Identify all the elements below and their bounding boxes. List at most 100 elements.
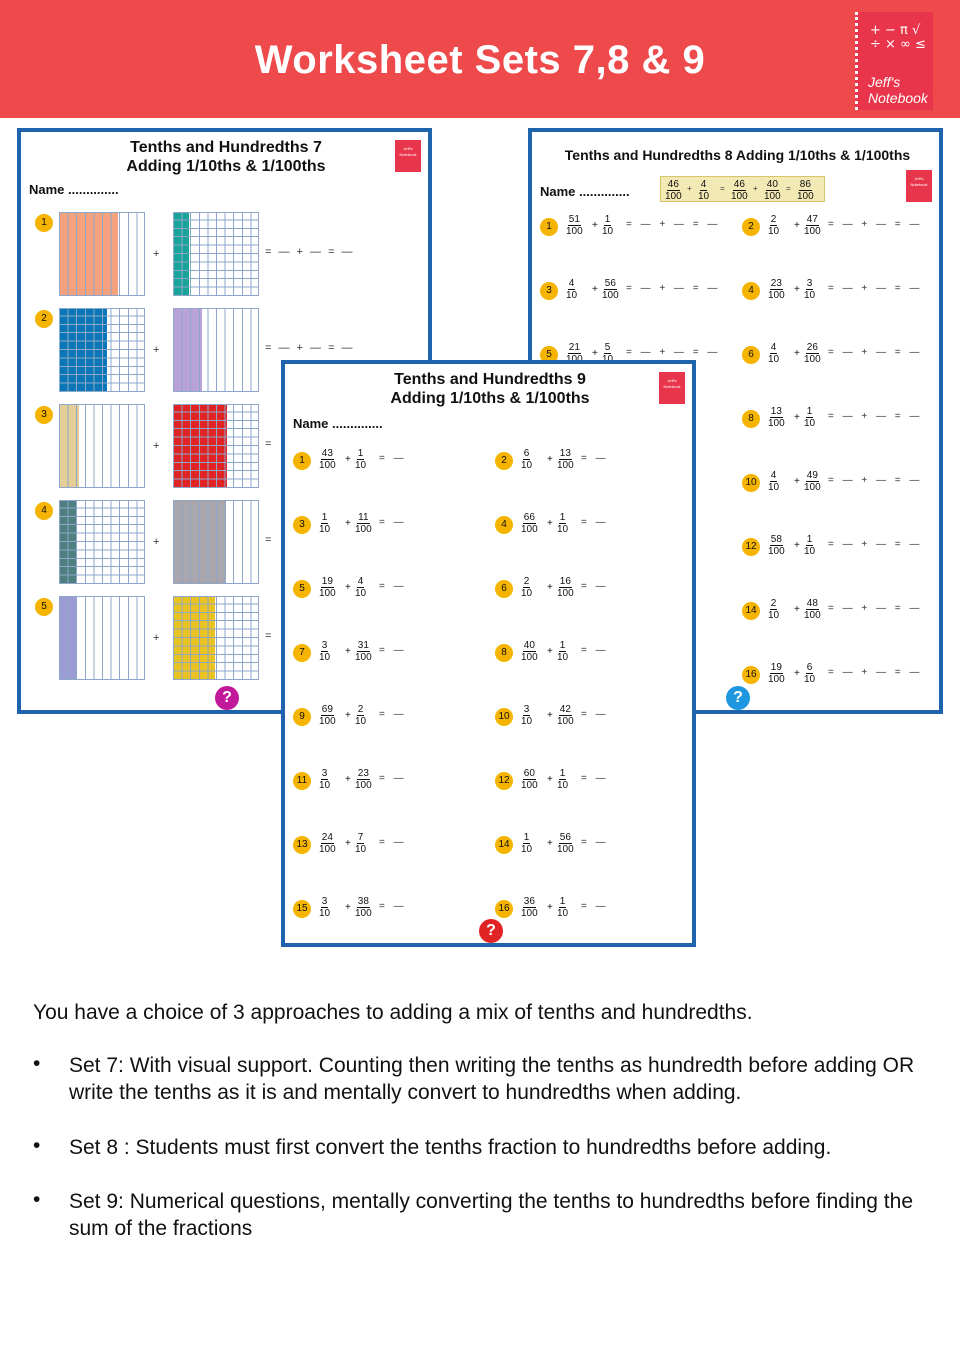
answer-blank: = — — [379, 581, 407, 592]
answer-blank: = — — [581, 453, 609, 464]
denominator: 100 — [665, 191, 682, 202]
numerator: 60 — [522, 768, 536, 780]
numerator: 47 — [805, 214, 819, 226]
plus-sign: + — [153, 632, 160, 644]
plus-sign: + — [547, 518, 553, 529]
equation-row: 521100+510= — + — = — — [540, 342, 740, 368]
help-icon[interactable]: ? — [215, 686, 239, 710]
plus-sign: + — [547, 838, 553, 849]
answer-blank: = — — [581, 645, 609, 656]
help-icon[interactable]: ? — [479, 919, 503, 943]
numerator: 1 — [558, 640, 567, 652]
example-operator: + — [687, 184, 692, 193]
denominator: 10 — [521, 844, 533, 855]
answer-blank: = — — [581, 709, 609, 720]
answer-blanks: = — + — = — — [626, 283, 721, 294]
denominator: 10 — [602, 354, 613, 365]
answer-blank: = — — [379, 453, 407, 464]
help-icon[interactable]: ? — [726, 686, 750, 710]
grid-lines — [174, 213, 258, 295]
answer-blank: = — — [379, 709, 407, 720]
answer-blanks: = — + — = — — [828, 347, 923, 358]
question-number: 2 — [742, 218, 760, 236]
denominator: 10 — [355, 844, 367, 855]
denominator: 100 — [521, 652, 538, 663]
denominator: 100 — [764, 191, 781, 202]
answer-blank: = — — [581, 517, 609, 528]
denominator: 100 — [768, 290, 785, 301]
right-fraction-grid — [173, 308, 259, 392]
plus-sign: + — [794, 540, 800, 551]
numerator: 4 — [769, 470, 778, 482]
denominator: 10 — [698, 191, 710, 202]
grid-lines — [174, 309, 258, 391]
denominator: 100 — [521, 524, 538, 535]
denominator: 10 — [557, 780, 569, 791]
numerator: 2 — [522, 576, 531, 588]
numerator: 38 — [356, 896, 370, 908]
question-number: 2 — [495, 452, 513, 470]
answer-blanks: = — + — = — — [828, 603, 923, 614]
example-operator: + — [753, 184, 758, 193]
answer-blanks: = — + — = — — [828, 283, 923, 294]
bullet-marker: • — [33, 1052, 41, 1075]
numerator: 42 — [558, 704, 572, 716]
plus-sign: + — [547, 454, 553, 465]
denominator: 100 — [768, 674, 785, 685]
numerator: 1 — [805, 406, 814, 418]
numerator: 58 — [769, 534, 783, 546]
numerator: 4 — [356, 576, 365, 588]
answer-blanks: = — + — = — — [828, 411, 923, 422]
bullet-marker: • — [33, 1134, 41, 1157]
numerator: 3 — [320, 768, 329, 780]
question-number: 14 — [742, 602, 760, 620]
plus-sign: + — [345, 646, 351, 657]
right-fraction-grid — [173, 212, 259, 296]
worksheet-8-name-line: Name .............. — [540, 184, 630, 199]
denominator: 100 — [804, 482, 821, 493]
logo-brand-text: Jeff's Notebook — [868, 74, 928, 106]
answer-blanks: = — + — = — — [828, 475, 923, 486]
numerator: 31 — [356, 640, 370, 652]
denominator: 100 — [566, 226, 583, 237]
left-fraction-grid — [59, 308, 145, 392]
question-number: 11 — [293, 772, 311, 790]
question-number: 5 — [35, 598, 53, 616]
worksheet-7-title-line1: Tenths and Hundredths 7 — [130, 139, 322, 156]
numerator: 16 — [558, 576, 572, 588]
denominator: 10 — [768, 354, 780, 365]
denominator: 10 — [557, 524, 569, 535]
denominator: 100 — [355, 652, 372, 663]
grid-lines — [174, 405, 258, 487]
right-fraction-grid — [173, 596, 259, 680]
bullet-set-8: Set 8 : Students must first convert the … — [69, 1136, 832, 1159]
numerator: 1 — [805, 534, 814, 546]
